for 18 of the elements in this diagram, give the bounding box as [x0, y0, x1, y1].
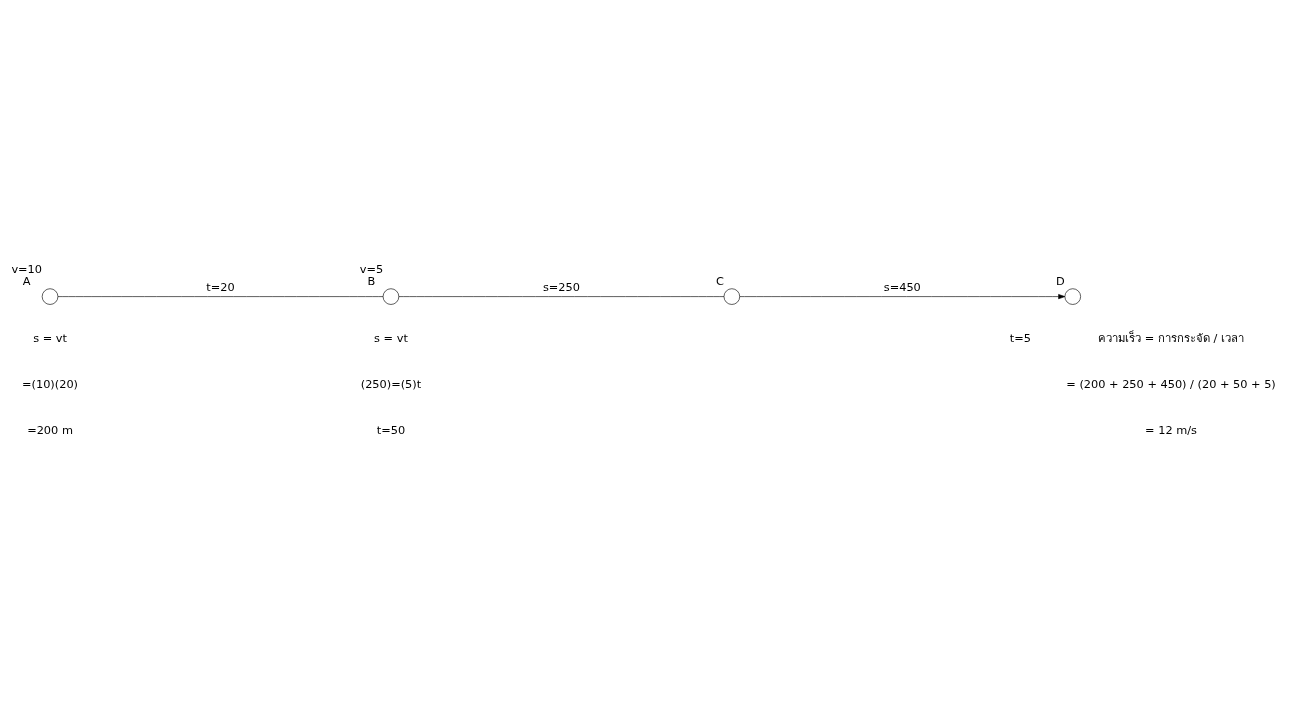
- label: = (200 + 250 + 450) / (20 + 50 + 5): [1066, 376, 1276, 391]
- label: =200 m: [27, 422, 73, 437]
- label: = 12 m/s: [1145, 422, 1197, 437]
- label: =(10)(20): [22, 376, 79, 391]
- edge-label: s=250: [542, 280, 580, 295]
- label: t=50: [376, 422, 406, 437]
- node-label: v=10: [11, 261, 43, 276]
- node-label: D: [1056, 274, 1065, 289]
- label: s = vt: [374, 330, 408, 345]
- label: t=5: [1009, 330, 1032, 345]
- node-label: v=5: [359, 261, 384, 276]
- node-label: B: [367, 274, 376, 289]
- node-label: C: [715, 274, 724, 289]
- node-label: A: [22, 274, 31, 289]
- label: (250)=(5)t: [360, 376, 422, 391]
- label: s = vt: [33, 330, 67, 345]
- edge-label: t=20: [206, 280, 235, 295]
- edge-label: s=450: [883, 280, 921, 295]
